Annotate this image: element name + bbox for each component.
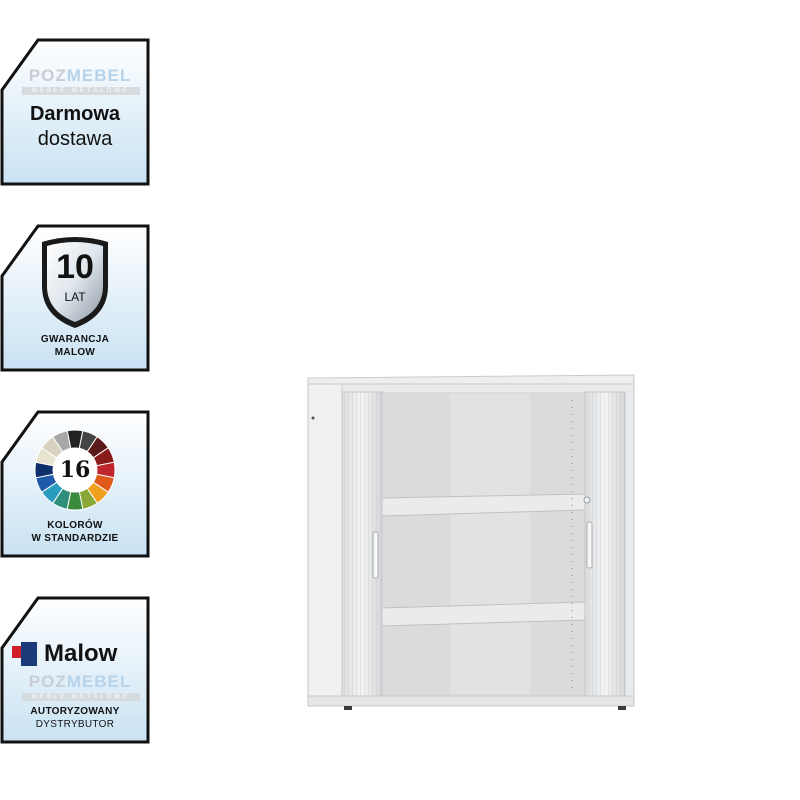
tambour-cabinet-icon xyxy=(307,374,635,710)
pozmebel-watermark: POZMEBEL xyxy=(28,66,132,85)
free-delivery-badge: POZMEBEL MEBLE METALOWE Darmowa dostawa xyxy=(0,38,150,186)
colors-badge: 16 KOLORÓW W STANDARDZIE xyxy=(0,410,150,558)
colors-count: 16 xyxy=(59,457,91,483)
colors-line2: W STANDARDZIE xyxy=(31,533,119,544)
warranty-years: 10 xyxy=(56,248,94,286)
badge-frame xyxy=(0,410,150,558)
cabinet-product-image xyxy=(300,370,640,730)
warranty-badge: 10 LAT GWARANCJA MALOW xyxy=(0,224,150,372)
shield-icon xyxy=(42,237,108,328)
malow-brand: Malow xyxy=(44,640,118,667)
delivery-line1: Darmowa xyxy=(29,103,121,125)
colors-line1: KOLORÓW xyxy=(47,520,103,531)
color-wheel-icon xyxy=(34,429,116,511)
badge-frame xyxy=(0,38,150,186)
warranty-line2: MALOW xyxy=(54,347,96,358)
distributor-badge: Malow POZMEBEL MEBLE METALOWE AUTORYZOWA… xyxy=(0,596,150,744)
pozmebel-watermark: POZMEBEL xyxy=(28,672,132,691)
warranty-line1: GWARANCJA xyxy=(40,334,110,345)
delivery-line2: dostawa xyxy=(37,128,113,150)
watermark-subtitle: MEBLE METALOWE xyxy=(22,87,140,95)
watermark-subtitle: MEBLE METALOWE xyxy=(22,693,140,701)
malow-logo-icon xyxy=(12,642,37,666)
warranty-unit: LAT xyxy=(64,290,86,304)
badge-frame xyxy=(0,224,150,372)
badge-frame xyxy=(0,596,150,744)
distributor-line2: DYSTRYBUTOR xyxy=(35,719,115,730)
distributor-line1: AUTORYZOWANY xyxy=(30,706,120,717)
